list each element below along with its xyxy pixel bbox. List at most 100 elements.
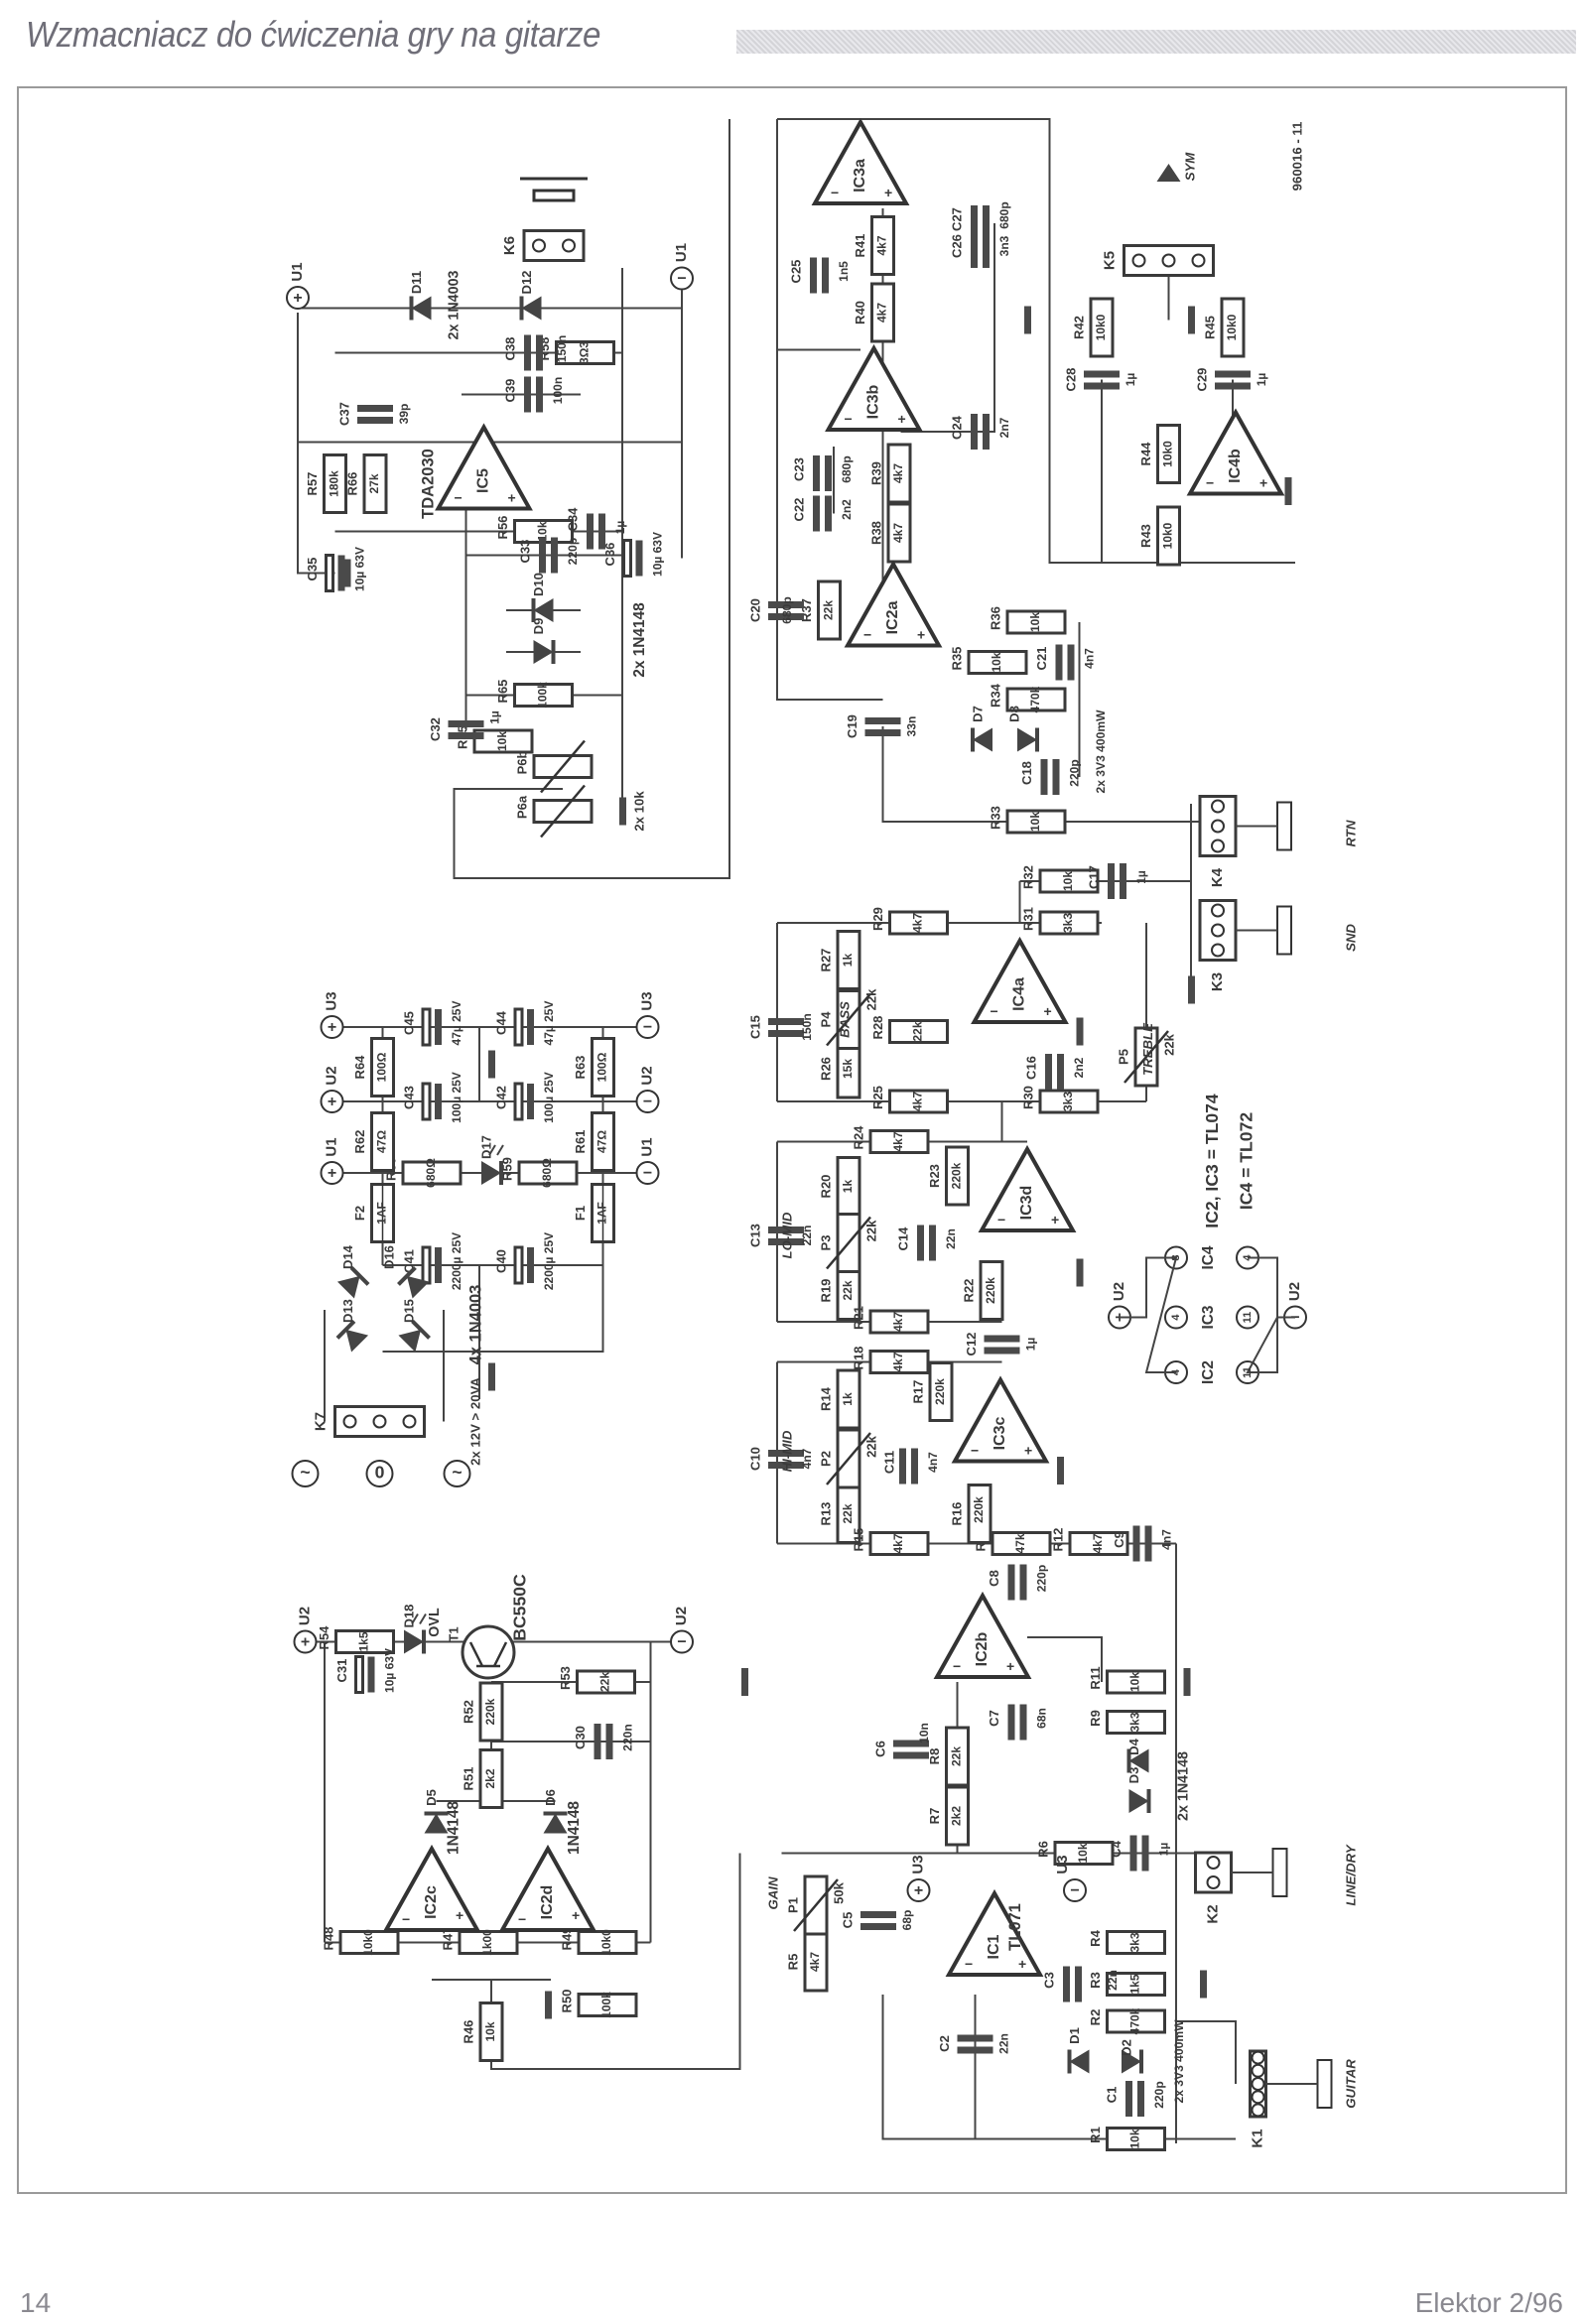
value-label: 10k0 — [1161, 522, 1175, 549]
supply-label: U1 — [673, 243, 690, 262]
component-k6: K6 — [501, 229, 586, 262]
ref-label: C38 — [502, 337, 517, 361]
ref-label: R65 — [495, 680, 510, 704]
value-label: 100k — [599, 1992, 613, 2018]
minus-input-sign: − — [965, 1956, 973, 1972]
value-label: 10k0 — [1161, 441, 1175, 467]
resistor-body — [1068, 1531, 1129, 1556]
ref-label: R45 — [1202, 316, 1217, 339]
ref-label: R33 — [988, 806, 1002, 830]
ref-label: C1 — [1104, 2087, 1119, 2104]
annotation-p6: 2x 10k — [631, 791, 646, 832]
ref-label: IC5 — [475, 468, 492, 493]
component-d1: D1 — [1067, 2027, 1090, 2074]
value-label: 10k — [990, 652, 1003, 672]
resistor-body — [886, 502, 912, 564]
supply-sign: − — [677, 271, 686, 288]
value-label: 4k7 — [891, 523, 905, 543]
value-label: 10k — [1076, 1843, 1090, 1863]
value-label: 22k — [841, 1280, 855, 1300]
annotation-k7-ac1: ~ — [300, 1463, 310, 1483]
annotation-tda: TDA2030 — [419, 449, 437, 519]
ref-label: F1 — [573, 1206, 588, 1221]
terminal — [372, 1414, 387, 1429]
figure-frame — [17, 86, 1567, 2194]
resistor-body — [967, 650, 1028, 675]
supply-label: U1 — [289, 262, 306, 281]
value-label: 10µ 63V — [383, 1648, 397, 1693]
value-label: 10k — [536, 521, 550, 541]
ref-label: C3 — [1041, 1972, 1056, 1989]
value-label: 2n7 — [997, 417, 1011, 438]
value-label: 220k — [950, 1162, 964, 1189]
ref-label: R8 — [927, 1748, 942, 1765]
annotation-k7-zero: 0 — [375, 1463, 385, 1483]
resistor-body — [1106, 2127, 1166, 2151]
ref-label: IC1 — [986, 1934, 1002, 1959]
component-r43: R43 10k0 — [1138, 505, 1181, 567]
minus-input-sign: − — [953, 1658, 961, 1674]
ref-label: R43 — [1138, 524, 1153, 548]
resistor-body — [1089, 297, 1115, 358]
value-label: 10k — [1028, 612, 1042, 632]
ref-label: R23 — [927, 1164, 942, 1188]
resistor-body — [1005, 687, 1067, 712]
page-title: Wzmacniacz do ćwiczenia gry na gitarze — [26, 14, 600, 55]
value-label: 22k — [1161, 1033, 1176, 1055]
resistor-body — [870, 215, 895, 276]
wire — [900, 223, 995, 433]
value-label: 27k — [367, 473, 381, 493]
jack-socket-icon — [1276, 801, 1292, 851]
ref-label: IC3a — [852, 159, 868, 193]
value-label: 10k — [1128, 2129, 1142, 2148]
ref-label: R36 — [988, 606, 1002, 630]
supply-label: U3 — [323, 991, 339, 1010]
value-label: 100µ 25V — [450, 1072, 463, 1123]
value-label: 68n — [1035, 1708, 1049, 1729]
wire — [881, 726, 1206, 823]
ref-label: R17 — [910, 1380, 925, 1404]
value-label: 22k — [863, 1220, 878, 1241]
ref-label: C13 — [747, 1224, 762, 1247]
ref-label: P1 — [785, 1897, 800, 1913]
value-label: 100Ω — [595, 1052, 609, 1082]
supply-sign: − — [677, 1634, 686, 1651]
value-label: 1µ — [613, 521, 627, 535]
plus-input-sign: + — [1006, 1658, 1014, 1674]
annotation-snd: SND — [1343, 924, 1358, 952]
component-d6: D6 — [543, 1789, 568, 1834]
terminal — [402, 1414, 417, 1429]
value-label: 4k7 — [808, 1952, 822, 1972]
ref-label: R30 — [1020, 1086, 1035, 1109]
component-ic3c: IC3c−+ — [951, 1375, 1050, 1464]
resistor-body — [1220, 297, 1246, 358]
resistor-body — [478, 2001, 504, 2062]
value-label: 1k5 — [1128, 1974, 1142, 1994]
value-label: 100µ 25V — [542, 1072, 556, 1123]
ref-label: R40 — [853, 301, 867, 324]
opamp-icon — [844, 560, 943, 648]
component-d7: D7 — [970, 706, 992, 752]
value-label: 4n7 — [1083, 648, 1097, 669]
